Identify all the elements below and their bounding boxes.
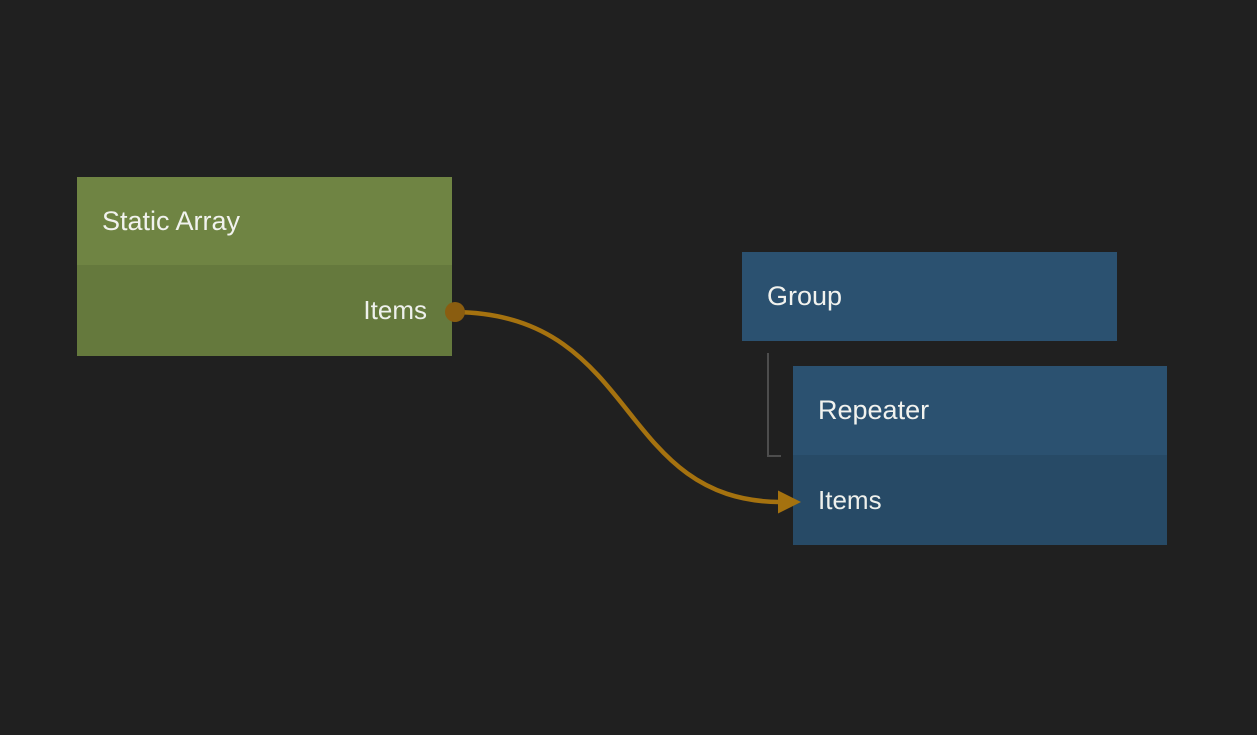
node-group-header[interactable]: Group <box>742 252 1117 341</box>
output-port-items-dot[interactable] <box>445 302 465 322</box>
node-repeater-body: Items <box>793 455 1167 545</box>
connection-arrowhead-icon <box>778 490 801 514</box>
node-repeater-header[interactable]: Repeater <box>793 366 1167 455</box>
node-repeater-title: Repeater <box>818 395 930 425</box>
node-static-array-body: Items <box>77 265 452 356</box>
connection-wire[interactable] <box>453 309 782 505</box>
input-port-items-label: Items <box>818 484 882 515</box>
node-static-array[interactable]: Static Array Items <box>77 177 452 356</box>
node-group[interactable]: Group <box>742 252 1117 341</box>
output-port-items-label: Items <box>363 295 427 325</box>
hierarchy-connector-line <box>767 353 781 457</box>
node-static-array-header[interactable]: Static Array <box>77 177 452 265</box>
node-group-title: Group <box>767 281 843 311</box>
node-static-array-title: Static Array <box>102 205 241 236</box>
node-repeater[interactable]: Repeater Items <box>793 366 1167 545</box>
